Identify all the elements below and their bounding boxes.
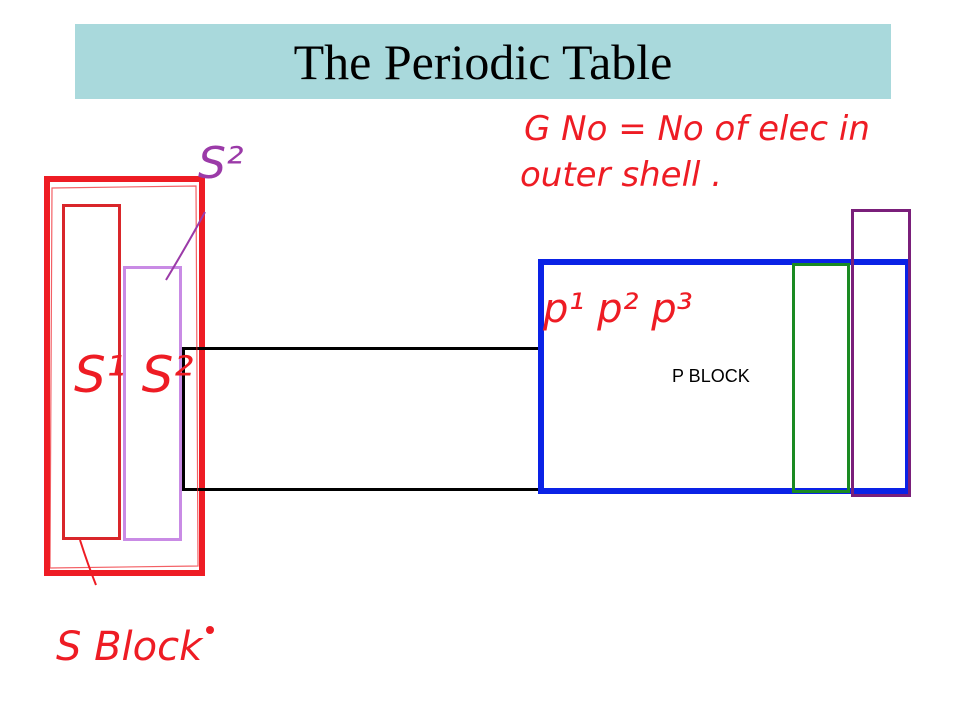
s-block-dot xyxy=(206,626,214,634)
p-block-label: P BLOCK xyxy=(672,366,750,386)
group-number-note-line1: G No = No of elec in xyxy=(524,109,870,149)
s2-column xyxy=(123,266,182,541)
group-number-note-line2: outer shell . xyxy=(520,155,722,195)
s-block-region xyxy=(44,176,205,576)
slide-title: The Periodic Table xyxy=(75,24,891,99)
s1-column xyxy=(62,204,121,540)
d-block-region xyxy=(182,347,542,491)
s-block-annotation: S Block xyxy=(56,624,204,670)
group-column-green xyxy=(792,263,850,493)
group-column-purple xyxy=(851,209,911,497)
